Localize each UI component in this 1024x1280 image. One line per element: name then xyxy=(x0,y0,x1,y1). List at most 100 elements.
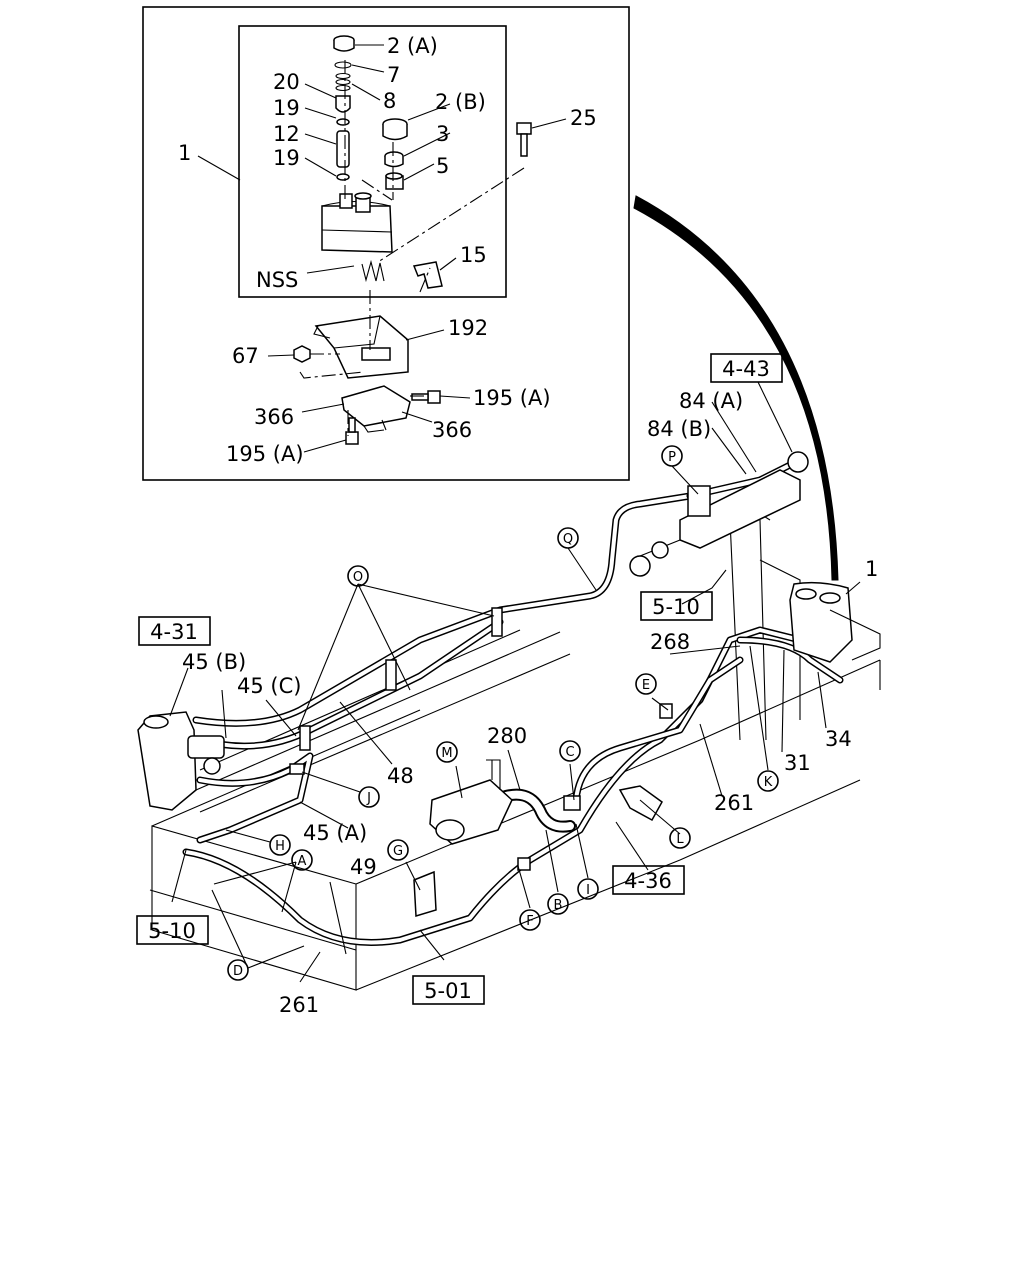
label-195a-bottom: 195 (A) xyxy=(226,442,304,466)
callout-e-text: E xyxy=(642,678,650,693)
detail-connection-arc xyxy=(633,195,839,581)
connector-l-part xyxy=(618,785,663,822)
callout-p-text: P xyxy=(668,450,676,465)
label-20: 20 xyxy=(273,70,300,94)
inset-inner-frame xyxy=(238,25,507,298)
cap-2a-part xyxy=(333,35,355,52)
label-31: 31 xyxy=(784,751,811,775)
spring-8-part xyxy=(335,72,351,92)
ref-5-10-top-text: 5-10 xyxy=(652,595,700,619)
label-34: 34 xyxy=(825,727,852,751)
pump-part xyxy=(429,759,513,845)
callout-i-text: I xyxy=(586,883,590,898)
callout-i: I xyxy=(577,878,599,900)
callout-m: M xyxy=(436,741,458,763)
ref-box-4-31: 4-31 xyxy=(138,616,211,646)
callout-a-text: A xyxy=(298,854,307,869)
label-15: 15 xyxy=(460,243,487,267)
label-48: 48 xyxy=(387,764,414,788)
label-1-top: 1 xyxy=(178,141,191,165)
callout-l: L xyxy=(669,827,691,849)
callout-o: O xyxy=(347,565,369,587)
callout-h: H xyxy=(269,834,291,856)
strap-part xyxy=(361,259,385,283)
ref-box-4-43: 4-43 xyxy=(710,353,783,383)
label-25: 25 xyxy=(570,106,597,130)
label-192: 192 xyxy=(448,316,488,340)
main-assembly xyxy=(137,381,881,991)
seal-19-upper-part xyxy=(336,118,350,126)
o-ring-7-part xyxy=(334,61,352,69)
callout-b: B xyxy=(547,893,569,915)
ref-box-5-10-top: 5-10 xyxy=(640,591,713,621)
callout-p: P xyxy=(661,445,683,467)
callout-j: J xyxy=(358,786,380,808)
callout-g: G xyxy=(387,839,409,861)
callout-k-text: K xyxy=(764,775,773,790)
label-5: 5 xyxy=(436,154,449,178)
part-3 xyxy=(384,151,404,168)
callout-d: D xyxy=(227,959,249,981)
part-5 xyxy=(385,172,404,190)
callout-a: A xyxy=(291,849,313,871)
detail-inset xyxy=(142,6,630,481)
ref-4-36-text: 4-36 xyxy=(624,869,672,893)
callouts: O Q P E J H A M C K L G F B I D xyxy=(227,445,779,981)
callout-q-text: Q xyxy=(563,532,573,547)
label-366-left: 366 xyxy=(254,405,294,429)
ref-box-5-01: 5-01 xyxy=(412,975,485,1005)
label-45c: 45 (C) xyxy=(237,674,301,698)
label-195a-right: 195 (A) xyxy=(473,386,551,410)
label-366-right: 366 xyxy=(432,418,472,442)
label-3: 3 xyxy=(436,122,449,146)
label-7: 7 xyxy=(387,63,400,87)
part-labels: 1 2 (A) 7 8 20 19 12 19 2 (B) 3 5 25 NSS… xyxy=(178,34,878,1017)
callout-k: K xyxy=(757,770,779,792)
ref-box-4-36: 4-36 xyxy=(612,865,685,895)
ref-5-10-left-text: 5-10 xyxy=(148,919,196,943)
label-67: 67 xyxy=(232,344,259,368)
callout-c-text: C xyxy=(565,745,574,760)
callout-o-text: O xyxy=(353,570,363,585)
label-45a: 45 (A) xyxy=(303,821,367,845)
mounting-bracket-192-part xyxy=(313,315,409,379)
seal-19-lower-part xyxy=(336,173,350,181)
callout-b-text: B xyxy=(554,898,563,913)
master-cylinder-part xyxy=(137,711,225,811)
callout-f-text: F xyxy=(526,914,533,929)
label-2b: 2 (B) xyxy=(435,90,486,114)
bracket-15-part xyxy=(412,261,443,289)
callout-f: F xyxy=(519,909,541,931)
label-1-right: 1 xyxy=(865,557,878,581)
label-19-upper: 19 xyxy=(273,96,300,120)
slave-cylinder-part xyxy=(629,451,809,577)
label-261-right: 261 xyxy=(714,791,754,815)
reservoir-right-part xyxy=(789,581,881,663)
ref-box-5-10-left: 5-10 xyxy=(136,915,209,945)
reservoir-tank-part xyxy=(321,192,393,253)
bolt-195a-right-part xyxy=(411,390,441,404)
cap-2b-part xyxy=(382,118,408,141)
label-84a: 84 (A) xyxy=(679,389,743,413)
callout-m-text: M xyxy=(441,746,452,761)
bolt-25-part xyxy=(516,122,532,157)
tube-12-part xyxy=(336,130,350,168)
inset-outer-frame xyxy=(142,6,630,481)
callout-l-text: L xyxy=(676,832,684,847)
label-12: 12 xyxy=(273,122,300,146)
label-280: 280 xyxy=(487,724,527,748)
label-49: 49 xyxy=(350,855,377,879)
label-nss: NSS xyxy=(256,268,298,292)
label-45b: 45 (B) xyxy=(182,650,246,674)
mounting-bracket-366-part xyxy=(341,385,411,433)
callout-e: E xyxy=(635,673,657,695)
valve-20-part xyxy=(335,95,351,113)
ref-5-01-text: 5-01 xyxy=(424,979,472,1003)
callout-q: Q xyxy=(557,527,579,549)
reference-boxes: 4-43 5-10 4-31 5-10 4-36 5-01 xyxy=(136,353,783,1005)
label-8: 8 xyxy=(383,89,396,113)
label-268: 268 xyxy=(650,630,690,654)
callout-d-text: D xyxy=(233,964,243,979)
callout-h-text: H xyxy=(275,839,285,854)
